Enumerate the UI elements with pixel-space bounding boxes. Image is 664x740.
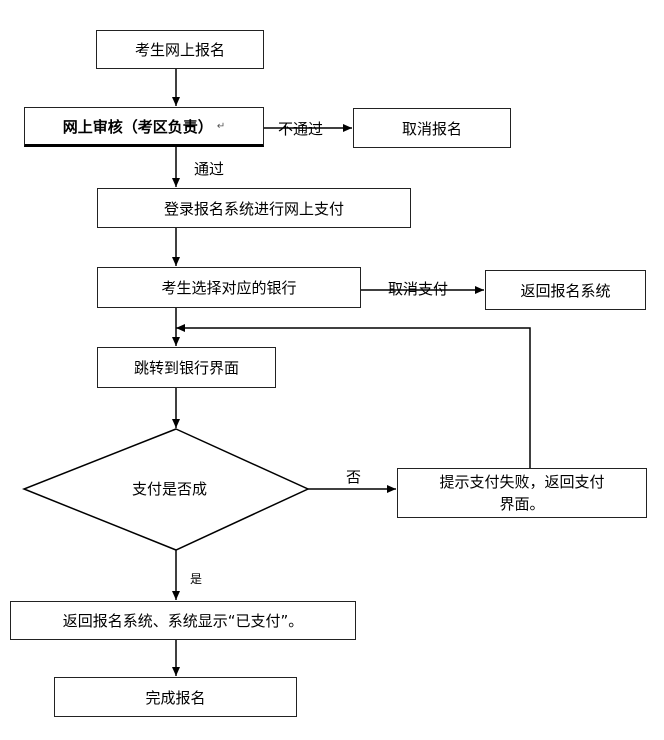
node-fail-notice: 提示支付失败，返回支付 界面。 <box>397 468 647 518</box>
node-jump-bank-label: 跳转到银行界面 <box>133 359 239 377</box>
node-review: 网上审核（考区负责） ↵ <box>24 107 264 147</box>
node-paid-label: 返回报名系统、系统显示“已支付”。 <box>62 612 304 630</box>
node-fail-notice-line2: 界面。 <box>499 495 545 513</box>
node-done-label: 完成报名 <box>145 688 206 707</box>
edge-label-yes: 是 <box>190 572 203 586</box>
node-cancel-registration-label: 取消报名 <box>401 119 462 138</box>
node-jump-bank: 跳转到银行界面 <box>97 347 276 388</box>
node-review-label: 网上审核（考区负责） <box>62 117 213 136</box>
edge-label-no: 否 <box>346 468 362 486</box>
node-login-pay: 登录报名系统进行网上支付 <box>97 188 411 228</box>
edge-label-pass: 通过 <box>194 160 225 178</box>
edge-label-cancel-pay: 取消支付 <box>388 280 449 298</box>
node-login-pay-label: 登录报名系统进行网上支付 <box>163 199 344 218</box>
node-choose-bank: 考生选择对应的银行 <box>97 267 361 308</box>
return-mark-icon: ↵ <box>216 120 226 132</box>
node-fail-notice-line1: 提示支付失败，返回支付 <box>439 473 605 491</box>
node-return-system: 返回报名系统 <box>485 270 646 310</box>
node-cancel-registration: 取消报名 <box>353 108 511 148</box>
node-start: 考生网上报名 <box>96 30 264 69</box>
decision-label: 支付是否成 <box>132 480 208 498</box>
node-paid: 返回报名系统、系统显示“已支付”。 <box>10 601 356 640</box>
node-start-label: 考生网上报名 <box>134 41 225 59</box>
edge-fail-loop <box>176 324 531 468</box>
node-return-system-label: 返回报名系统 <box>520 281 611 300</box>
node-choose-bank-label: 考生选择对应的银行 <box>161 279 297 297</box>
node-done: 完成报名 <box>54 677 297 717</box>
edge-label-not-pass: 不通过 <box>278 120 324 138</box>
